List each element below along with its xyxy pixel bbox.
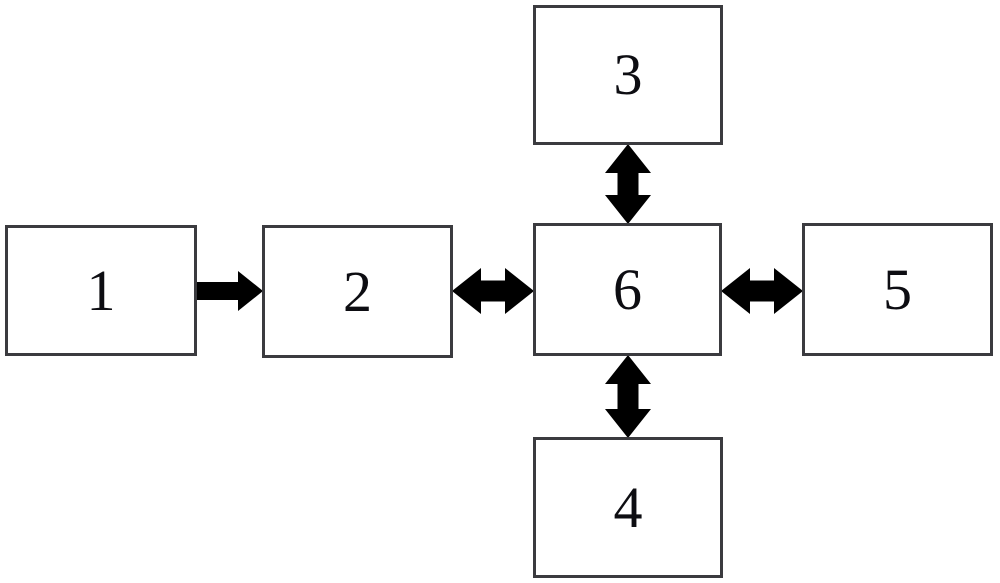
block-label-5: 5 bbox=[883, 256, 912, 322]
block-label-6: 6 bbox=[613, 256, 642, 322]
block-node-4[interactable]: 4 bbox=[533, 437, 723, 578]
block-label-4: 4 bbox=[613, 474, 643, 540]
block-label-2: 2 bbox=[343, 258, 372, 324]
arrow-block6-to-block4 bbox=[605, 355, 651, 438]
block-node-6[interactable]: 6 bbox=[533, 223, 722, 356]
arrow-block2-to-block6 bbox=[452, 268, 534, 314]
block-node-3[interactable]: 3 bbox=[533, 5, 723, 145]
arrow-block3-to-block6 bbox=[605, 144, 651, 224]
block-node-2[interactable]: 2 bbox=[262, 225, 453, 358]
block-label-1: 1 bbox=[86, 257, 116, 323]
block-node-1[interactable]: 1 bbox=[5, 225, 197, 356]
arrow-block6-to-block5 bbox=[721, 268, 803, 314]
block-node-5[interactable]: 5 bbox=[802, 223, 993, 356]
arrow-block1-to-block2 bbox=[197, 271, 263, 311]
block-label-3: 3 bbox=[613, 42, 643, 107]
